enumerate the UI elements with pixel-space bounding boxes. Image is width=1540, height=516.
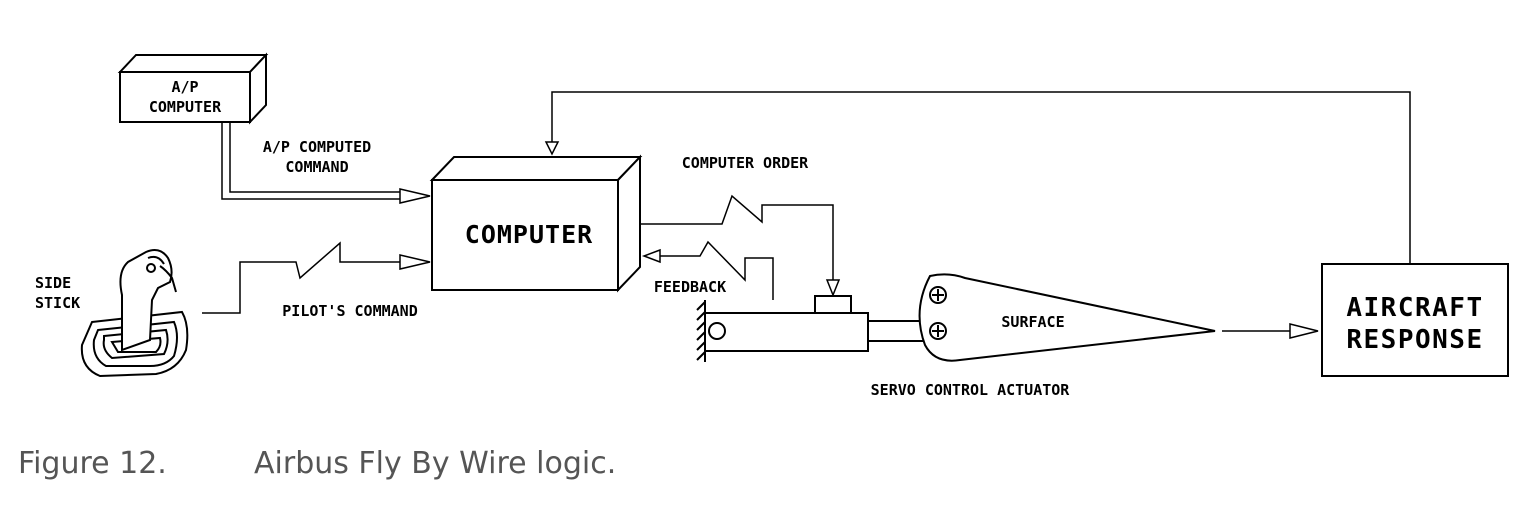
surface-label: SURFACE xyxy=(1001,313,1064,331)
response-arrow xyxy=(1222,323,1319,339)
figure-caption: Airbus Fly By Wire logic. xyxy=(254,446,617,481)
figure-number: Figure 12. xyxy=(18,446,167,481)
ap-computer-label-line2: COMPUTER xyxy=(149,98,222,116)
control-surface xyxy=(918,273,1216,362)
side-stick-icon xyxy=(80,249,189,378)
feedback-line xyxy=(641,240,774,300)
ap-command-label-line2: COMMAND xyxy=(285,158,348,176)
aircraft-response-label-line1: AIRCRAFT xyxy=(1346,293,1483,323)
computer-order-line xyxy=(640,194,841,298)
ap-command-label-line1: A/P COMPUTED xyxy=(263,138,371,156)
servo-label: SERVO CONTROL ACTUATOR xyxy=(871,381,1071,399)
pilots-command-line xyxy=(202,241,431,314)
side-stick-label-line2: STICK xyxy=(35,294,80,312)
aircraft-response-label-line2: RESPONSE xyxy=(1346,325,1483,355)
feedback-label: FEEDBACK xyxy=(654,278,726,296)
aircraft-response-box xyxy=(1321,263,1509,377)
computer-label: COMPUTER xyxy=(465,220,593,249)
computer-order-label: COMPUTER ORDER xyxy=(682,154,809,172)
pilots-command-label: PILOT'S COMMAND xyxy=(282,302,417,320)
ap-computer-label-line1: A/P xyxy=(171,78,198,96)
ap-computer-box xyxy=(117,52,269,125)
aircraft-feedback-loop xyxy=(544,91,1411,264)
side-stick-label-line1: SIDE xyxy=(35,274,71,292)
ap-command-arrow xyxy=(221,122,431,204)
servo-actuator xyxy=(696,295,939,362)
computer-box xyxy=(429,154,643,293)
